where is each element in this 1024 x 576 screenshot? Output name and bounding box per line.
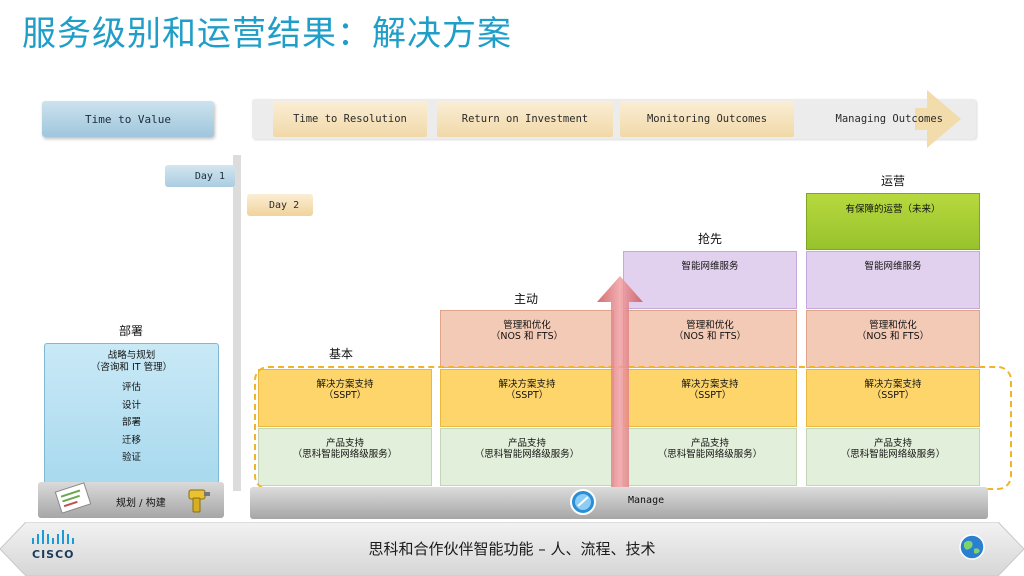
cell-ops-solution-support: 解决方案支持 （SSPT） [806,369,980,427]
phase-managing-outcomes: Managing Outcomes [803,101,943,137]
cell-basic-solution-support: 解决方案支持 （SSPT） [258,369,432,427]
phase-return-on-investment: Return on Investment [437,101,613,137]
day2-marker: Day 2 [247,194,313,216]
cell-ops-smart-net: 智能网维服务 [806,251,980,309]
cell-ops-product-support: 产品支持 （思科智能网络级服务） [806,428,980,486]
up-arrow-icon [597,276,643,488]
day-divider [233,155,241,491]
cisco-bars-icon [32,530,74,544]
level-label-deploy: 部署 [118,324,143,338]
level-label-preemptive: 抢先 [697,232,722,246]
phase-arrow-head [915,90,961,148]
deploy-step-assess: 评估 [121,382,141,393]
cell-preemptive-mgmt: 管理和优化 （NOS 和 FTS） [623,310,797,368]
globe-icon [959,534,985,560]
level-label-proactive: 主动 [513,292,538,306]
phase-monitoring-outcomes: Monitoring Outcomes [620,101,794,137]
drill-icon [188,489,210,513]
phase-managing-outcomes-label: Managing Outcomes [835,113,943,125]
level-label-operations: 运营 [880,174,905,188]
footer-band [0,522,1024,576]
deploy-step-design: 设计 [121,399,141,411]
phase-time-to-resolution: Time to Resolution [273,101,427,137]
cell-proactive-solution-support: 解决方案支持 （SSPT） [440,369,614,427]
footer-text: 思科和合作伙伴智能功能 – 人、流程、技术 [368,540,656,558]
manage-label: Manage [628,495,665,506]
cell-basic-product-support: 产品支持 （思科智能网络级服务） [258,428,432,486]
deploy-step-deploy: 部署 [121,417,141,428]
manage-gauge-icon [570,489,596,515]
clipboard-icon [54,482,92,514]
cell-preemptive-solution-support: 解决方案支持 （SSPT） [623,369,797,427]
cell-preemptive-product-support: 产品支持 （思科智能网络级服务） [623,428,797,486]
plan-build-label: 规划 / 构建 [116,498,166,509]
page-title: 服务级别和运营结果：解决方案 [22,14,512,54]
deploy-step-strategy: 战略与规划 （咨询和 IT 管理） [90,350,173,373]
day1-marker: Day 1 [165,165,235,187]
phase-time-to-value: Time to Value [42,101,214,137]
cisco-logo: CISCO [32,548,75,561]
cell-ops-assured: 有保障的运营（未来） [806,193,980,250]
cell-proactive-mgmt: 管理和优化 （NOS 和 FTS） [440,310,614,368]
level-label-basic: 基本 [328,347,353,361]
cell-preemptive-smart-net: 智能网维服务 [623,251,797,309]
cell-ops-mgmt: 管理和优化 （NOS 和 FTS） [806,310,980,368]
deploy-step-validate: 验证 [121,452,141,463]
deploy-steps-box: 战略与规划 （咨询和 IT 管理） 评估 设计 部署 迁移 验证 [44,343,219,485]
deploy-step-migrate: 迁移 [121,434,141,446]
manage-bar [250,487,988,519]
